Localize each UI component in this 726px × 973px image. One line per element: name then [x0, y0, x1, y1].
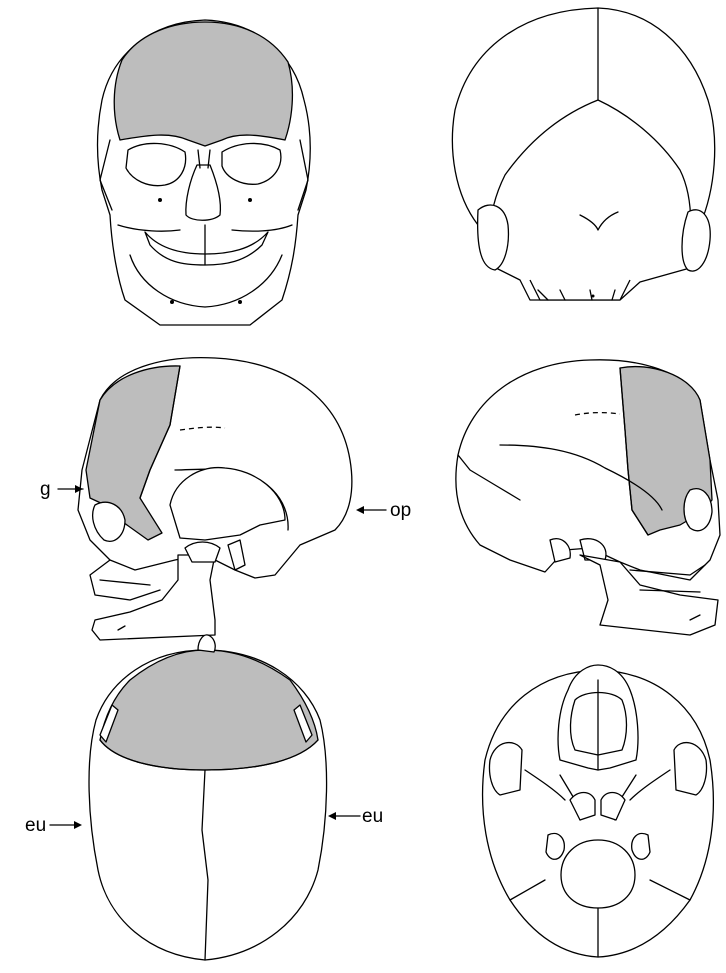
frontal-bone-superior-shading — [100, 650, 318, 770]
skull-left-lateral-view — [78, 358, 352, 640]
orbit-right-lateral — [684, 489, 712, 531]
euryon-right-label: eu — [362, 806, 383, 827]
euryon-left-label: eu — [25, 815, 46, 836]
skull-inferior-view — [483, 665, 714, 957]
right-mastoid — [682, 210, 710, 271]
skull-posterior-view — [452, 8, 714, 300]
foramen-magnum — [561, 840, 635, 908]
skull-superior-view — [89, 635, 327, 960]
glabella-label: g — [40, 479, 51, 500]
opisthocranion-label: op — [390, 500, 411, 521]
skull-right-lateral-view — [456, 360, 720, 635]
left-zygomatic-arch — [489, 743, 522, 795]
right-zygomatic-arch — [674, 743, 707, 795]
skull-anterior-view — [98, 20, 311, 325]
frontal-bone-shading — [114, 22, 292, 146]
left-mastoid — [478, 205, 509, 270]
